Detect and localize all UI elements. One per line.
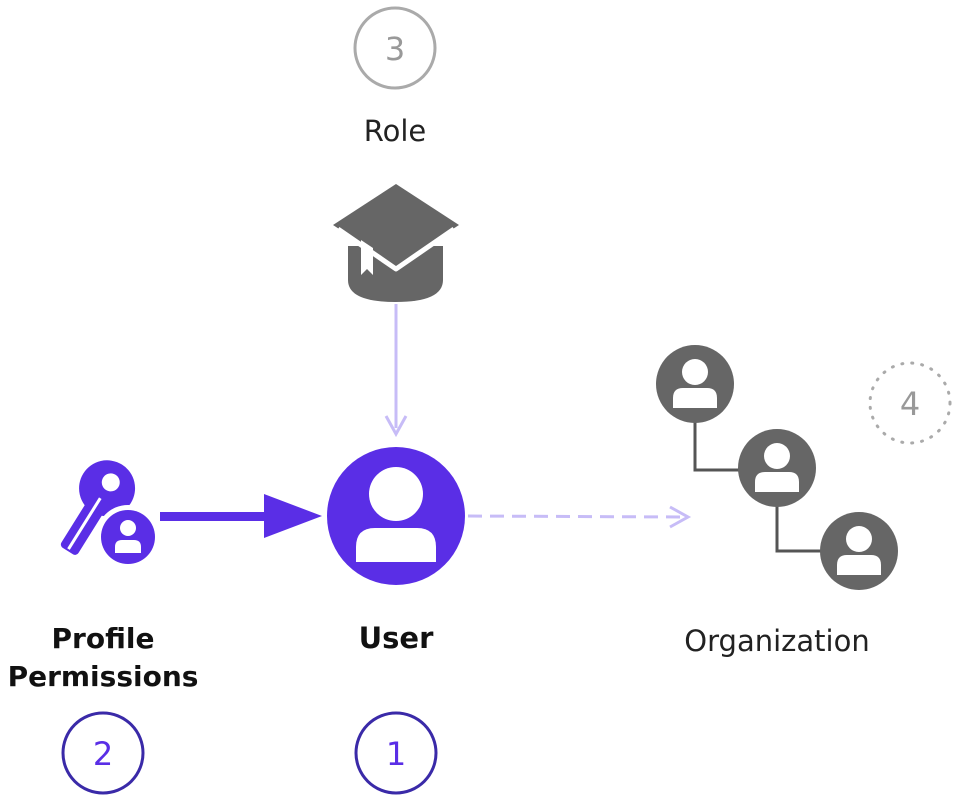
org-step-number: 4 xyxy=(900,385,920,423)
key-user-icon xyxy=(60,460,160,569)
profile-step-number: 2 xyxy=(93,735,113,773)
profile-label-line2: Permissions xyxy=(8,660,199,693)
user-step-number: 1 xyxy=(386,735,406,773)
role-to-user-connector xyxy=(384,304,408,438)
org-step-badge: 4 xyxy=(868,361,952,445)
org-person-top-icon xyxy=(656,345,734,423)
org-person-middle-icon xyxy=(738,429,816,507)
user-label: User xyxy=(359,621,434,655)
role-step-number: 3 xyxy=(385,30,405,68)
user-step-badge: 1 xyxy=(354,711,438,795)
profile-label-line1: Profile xyxy=(52,622,155,655)
role-label: Role xyxy=(364,114,427,148)
user-icon xyxy=(327,447,465,585)
org-hierarchy-icon xyxy=(656,345,898,590)
role-step-badge: 3 xyxy=(353,6,437,90)
user-to-org-connector xyxy=(467,505,692,529)
org-person-bottom-icon xyxy=(820,512,898,590)
profile-to-user-connector xyxy=(160,494,322,538)
profile-step-badge: 2 xyxy=(61,711,145,795)
organization-label: Organization xyxy=(684,624,869,658)
graduation-cap-icon xyxy=(333,184,459,302)
